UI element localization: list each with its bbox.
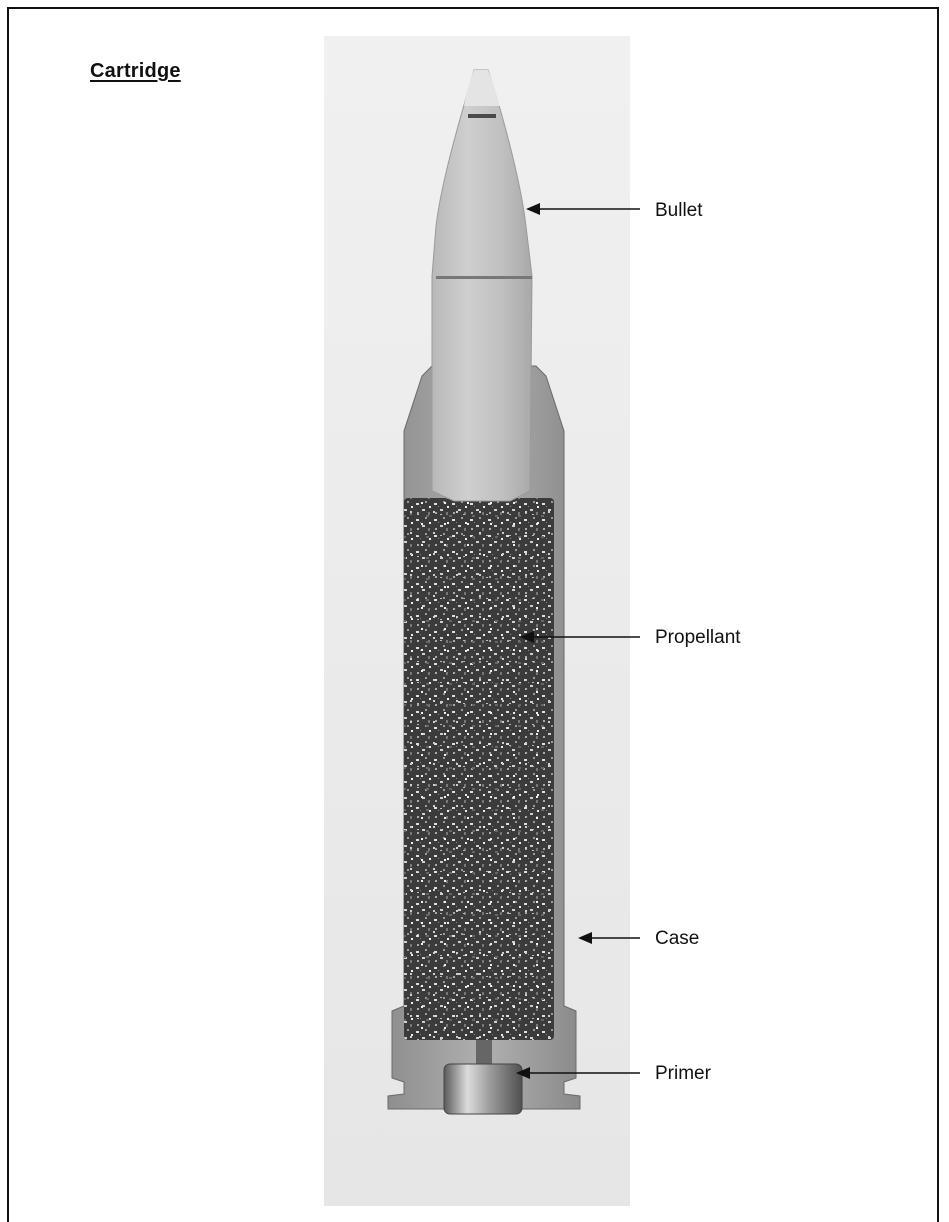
propellant-label: Propellant	[655, 627, 741, 649]
case-label: Case	[655, 928, 699, 950]
figure-title: Cartridge	[90, 60, 181, 83]
primer-label: Primer	[655, 1063, 711, 1085]
cartridge-photo	[324, 36, 630, 1206]
bullet-label: Bullet	[655, 200, 703, 222]
